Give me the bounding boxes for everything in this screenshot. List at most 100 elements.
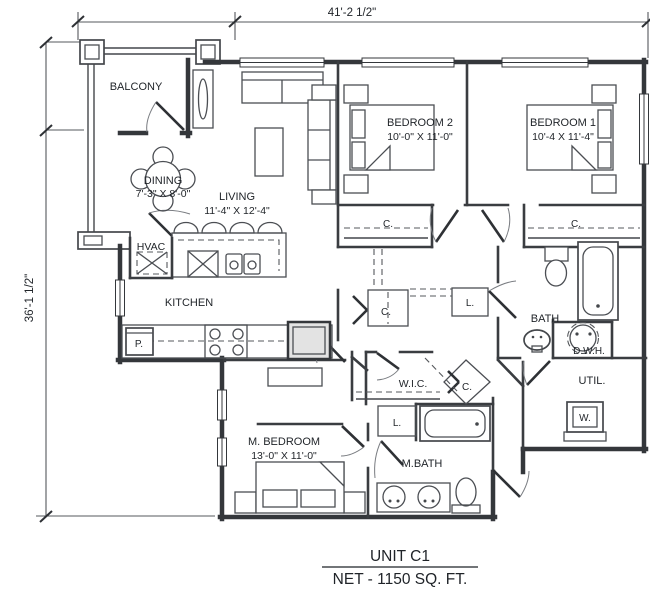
label-m-bath: M.BATH [402, 458, 443, 470]
label-bedroom1-size: 10'-4 X 11'-4" [532, 131, 594, 143]
dishwasher [187, 250, 219, 278]
sofa [307, 84, 337, 205]
wic-door [376, 351, 400, 381]
bar-stool [257, 221, 283, 234]
label-kitchen: KITCHEN [165, 297, 213, 309]
wic-rod [356, 391, 440, 400]
label-pantry: P. [135, 339, 143, 350]
dim-overall-width: 41'-2 1/2" [328, 7, 376, 19]
blanket-fold [318, 461, 345, 488]
kitchen-counter [121, 320, 333, 361]
toilet [544, 246, 569, 287]
bedroom2-door [429, 207, 460, 243]
nightstand [343, 174, 369, 194]
tv-cabinet [192, 69, 214, 129]
blanket-fold [364, 144, 391, 171]
label-closet-bed2: C. [383, 219, 393, 230]
bedroom2-window [361, 57, 455, 68]
label-util: UTIL. [579, 375, 606, 387]
living-furniture [130, 69, 337, 212]
label-closet-hall: C. [381, 307, 391, 318]
label-wic: W.I.C. [399, 378, 428, 390]
pillow [351, 109, 366, 139]
label-bath: BATH [531, 313, 560, 325]
m-toilet [451, 477, 481, 514]
label-dwh: D.W.H. [573, 346, 605, 357]
m-bedroom-window-upper [217, 389, 227, 421]
label-bedroom1: BEDROOM 1 [530, 117, 596, 129]
pillow [262, 489, 298, 508]
nightstand [234, 491, 257, 514]
nightstand [591, 174, 617, 194]
bedroom1-window [501, 57, 589, 68]
pedestal-sink [523, 329, 551, 353]
label-bedroom2-size: 10'-0" X 11'-0" [387, 131, 453, 143]
title-block: UNIT C1 NET - 1150 SQ. FT. [322, 548, 478, 588]
m-bedroom-furniture [234, 461, 366, 514]
windows [115, 57, 649, 467]
label-living-size: 11'-4" X 12'-4" [204, 205, 270, 217]
bar-stool [229, 221, 255, 234]
double-vanity [376, 482, 451, 513]
kitchen-island [171, 221, 287, 278]
hall-coat-closet [352, 289, 409, 327]
nightstand [591, 84, 617, 104]
loveseat [241, 71, 324, 104]
dashed-chases [373, 249, 459, 393]
label-linen-hall: L. [466, 298, 474, 309]
entry-door [492, 469, 530, 498]
bathtub [577, 241, 619, 321]
m-bath-fixtures [376, 405, 491, 514]
hall-linen-closet [451, 287, 489, 317]
range [204, 324, 248, 359]
double-sink [225, 253, 261, 275]
coffee-table [254, 127, 284, 177]
hvac-closet [128, 236, 174, 280]
unit-title: UNIT C1 [370, 548, 430, 565]
label-dining: DINING [144, 175, 183, 187]
water-heater [566, 321, 600, 355]
utility-door [522, 360, 551, 386]
m-bath-door [374, 440, 404, 479]
dining-table [130, 146, 196, 212]
pantry-cabinet [125, 327, 154, 356]
label-closet-angled: C. [462, 382, 472, 393]
bedroom1-door [480, 207, 511, 243]
m-bathtub [419, 405, 491, 442]
bath-fixtures [523, 241, 619, 442]
washing-machine [563, 401, 607, 442]
kitchen-window [115, 279, 125, 317]
bedroom1-furniture [526, 84, 617, 194]
nightstand [343, 84, 369, 104]
blanket-fold [571, 144, 598, 171]
pillow [300, 489, 336, 508]
pillow [351, 141, 366, 169]
label-m-bedroom-size: 13'-0" X 11'-0" [251, 450, 317, 462]
pillow [597, 141, 612, 169]
closets [344, 227, 640, 437]
bar-stool [173, 221, 199, 234]
unit-net-area: NET - 1150 SQ. FT. [333, 571, 468, 588]
dim-overall-height: 36'-1 1/2" [24, 274, 36, 322]
dresser [267, 367, 323, 387]
label-m-bedroom: M. BEDROOM [248, 436, 320, 448]
room-labels: BALCONY DINING 7'-3" X 8'-0" LIVING 11'-… [110, 81, 606, 470]
label-dining-size: 7'-3" X 8'-0" [136, 188, 191, 200]
nightstand [343, 491, 366, 514]
mbath-linen-closet [377, 405, 417, 437]
bar-stool [201, 221, 227, 234]
m-bedroom-door [340, 425, 365, 457]
balcony-railing [77, 39, 221, 250]
bedroom2-furniture [343, 84, 435, 194]
kitchen-fixtures [121, 221, 333, 387]
pillow [597, 109, 612, 139]
label-living: LIVING [219, 191, 255, 203]
label-bedroom2: BEDROOM 2 [387, 117, 453, 129]
bedroom1-side-window [639, 93, 649, 165]
bath-door [488, 280, 517, 319]
doors [146, 101, 551, 498]
label-washer: W. [579, 413, 591, 424]
label-hvac: HVAC [137, 241, 166, 253]
dimension-annotations: 41'-2 1/2" 36'-1 1/2" [24, 7, 650, 523]
